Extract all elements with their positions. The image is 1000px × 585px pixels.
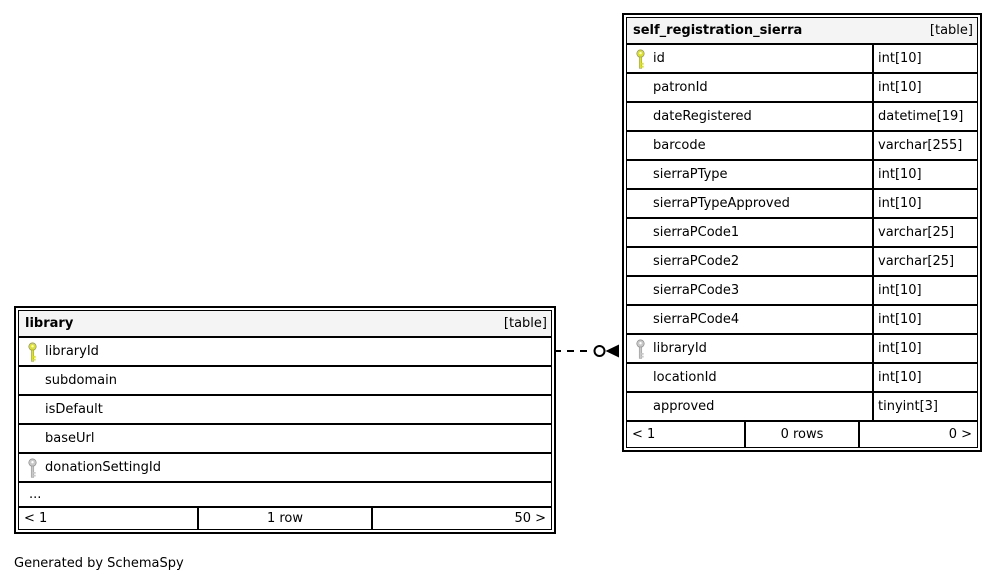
primary-key-icon [634, 45, 646, 72]
column-name: sierraPCode4 [653, 312, 740, 327]
foreign-key-icon [26, 454, 38, 481]
row-count: 1 row [196, 508, 372, 529]
column-row: approved tinyint[3] [626, 392, 978, 421]
primary-key-icon [26, 338, 38, 365]
paging-prev[interactable]: < 1 [632, 427, 656, 442]
column-type: int[10] [872, 277, 977, 304]
column-row: dateRegistered datetime[19] [626, 102, 978, 131]
column-row: libraryId [18, 337, 552, 366]
column-name: sierraPType [653, 167, 728, 182]
column-name: subdomain [45, 373, 117, 388]
column-row: id int[10] [626, 44, 978, 73]
key-icon-placeholder [634, 393, 646, 420]
column-name: sierraPCode2 [653, 254, 740, 269]
column-type: int[10] [872, 306, 977, 333]
column-name: sierraPCode1 [653, 225, 740, 240]
more-columns-row: ... [18, 482, 552, 507]
table-type-badge: [table] [503, 316, 547, 331]
column-row: libraryId int[10] [626, 334, 978, 363]
column-row: sierraPCode3 int[10] [626, 276, 978, 305]
relationship-connector [554, 344, 619, 358]
column-row: sierraPCode4 int[10] [626, 305, 978, 334]
column-row: sierraPTypeApproved int[10] [626, 189, 978, 218]
row-count: 0 rows [744, 422, 858, 447]
column-type: int[10] [872, 45, 977, 72]
paging-next[interactable]: 0 > [858, 422, 977, 447]
relationship-arrowhead [605, 344, 619, 358]
column-type: int[10] [872, 161, 977, 188]
key-icon-placeholder [634, 364, 646, 391]
column-name: sierraPTypeApproved [653, 196, 790, 211]
column-row: subdomain [18, 366, 552, 395]
column-name: locationId [653, 370, 717, 385]
key-icon-placeholder [634, 161, 646, 188]
column-name: dateRegistered [653, 109, 752, 124]
key-icon-placeholder [26, 367, 38, 394]
column-rows: libraryId subdomain isDefault baseUrl donati… [18, 337, 552, 507]
paging-next[interactable]: 50 > [371, 508, 551, 529]
column-name: libraryId [45, 344, 99, 359]
table-title[interactable]: self_registration_sierra [633, 23, 803, 38]
column-row: sierraPCode2 varchar[25] [626, 247, 978, 276]
key-icon-placeholder [634, 306, 646, 333]
generated-by-note: Generated by SchemaSpy [14, 556, 184, 571]
table-footer: < 1 1 row 50 > [18, 507, 552, 530]
column-row: sierraPType int[10] [626, 160, 978, 189]
column-row: sierraPCode1 varchar[25] [626, 218, 978, 247]
column-name: approved [653, 399, 715, 414]
column-type: int[10] [872, 335, 977, 362]
key-icon-placeholder [634, 132, 646, 159]
column-type: varchar[25] [872, 248, 977, 275]
column-type: tinyint[3] [872, 393, 977, 420]
column-type: datetime[19] [872, 103, 977, 130]
column-name: barcode [653, 138, 706, 153]
column-name: sierraPCode3 [653, 283, 740, 298]
column-row: patronId int[10] [626, 73, 978, 102]
relationship-circle-end [593, 345, 606, 357]
column-type: varchar[255] [872, 132, 977, 159]
table-self-registration-sierra[interactable]: self_registration_sierra [table] id int[1… [622, 13, 982, 452]
key-icon-placeholder [634, 219, 646, 246]
foreign-key-icon [634, 335, 646, 362]
table-library[interactable]: library [table] libraryId subdomain isDefa… [14, 306, 556, 534]
column-name: ... [29, 487, 42, 502]
paging-prev[interactable]: < 1 [24, 511, 48, 526]
column-type: int[10] [872, 190, 977, 217]
table-header: library [table] [18, 310, 552, 337]
column-row: locationId int[10] [626, 363, 978, 392]
table-header: self_registration_sierra [table] [626, 17, 978, 44]
column-row: isDefault [18, 395, 552, 424]
key-icon-placeholder [634, 248, 646, 275]
key-icon-placeholder [634, 277, 646, 304]
key-icon-placeholder [26, 396, 38, 423]
table-footer: < 1 0 rows 0 > [626, 421, 978, 448]
column-name: baseUrl [45, 431, 95, 446]
column-name: isDefault [45, 402, 103, 417]
column-row: donationSettingId [18, 453, 552, 482]
key-icon-placeholder [26, 425, 38, 452]
column-name: patronId [653, 80, 708, 95]
column-name: id [653, 51, 665, 66]
column-name: donationSettingId [45, 460, 161, 475]
column-row: baseUrl [18, 424, 552, 453]
table-type-badge: [table] [929, 23, 973, 38]
table-title[interactable]: library [25, 316, 74, 331]
column-type: int[10] [872, 364, 977, 391]
key-icon-placeholder [634, 103, 646, 130]
column-type: int[10] [872, 74, 977, 101]
column-row: barcode varchar[255] [626, 131, 978, 160]
column-name: libraryId [653, 341, 707, 356]
key-icon-placeholder [634, 74, 646, 101]
key-icon-placeholder [634, 190, 646, 217]
column-type: varchar[25] [872, 219, 977, 246]
